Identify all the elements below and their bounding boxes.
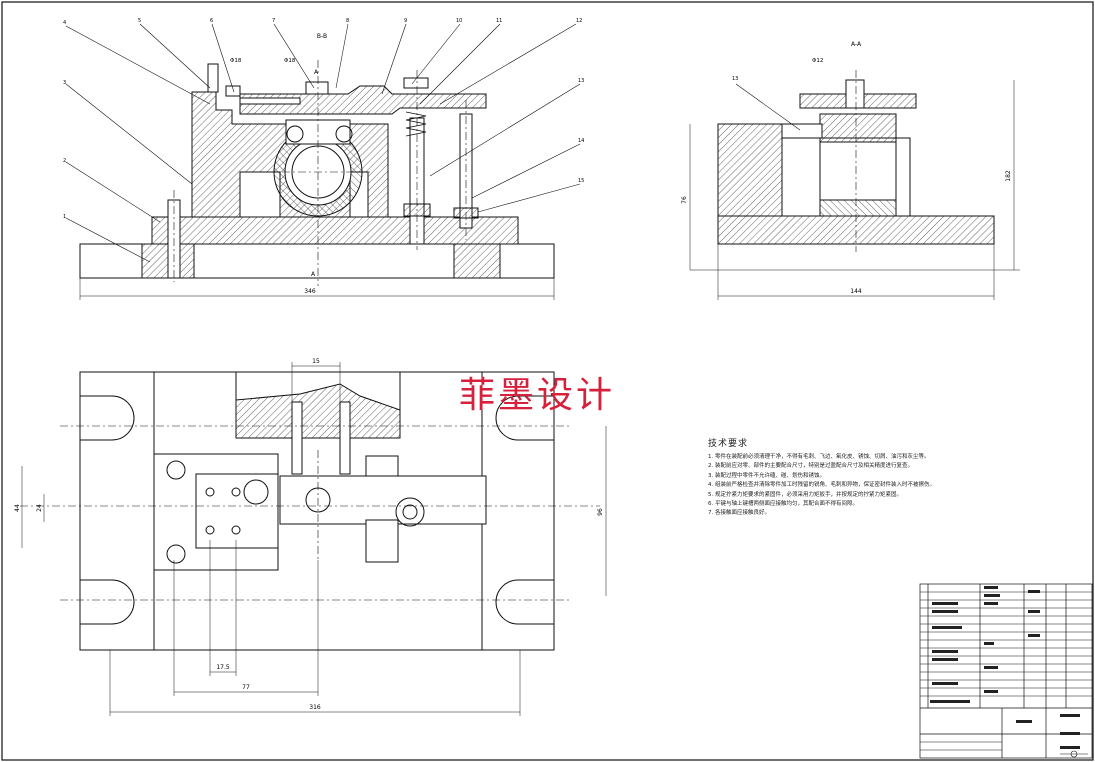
requirement-item: 3. 装配过程中零件不允许磕、碰、划伤和锈蚀。 — [708, 472, 825, 479]
section-label-b: B-B — [317, 33, 327, 40]
tolerance-note-3: Φ12 — [812, 58, 823, 64]
dim-plan-15: 15 — [312, 358, 320, 365]
requirement-item: 5. 规定拧紧力矩要求的紧固件，必须采用力矩扳手，并按规定的拧紧力矩紧固。 — [708, 491, 902, 498]
balloon-6: 6 — [210, 18, 213, 24]
section-label-a: A-A — [851, 41, 862, 48]
balloon-13: 13 — [578, 78, 584, 84]
requirement-item: 2. 装配前应对零、部件的主要配合尺寸，特别是过盈配合尺寸及相关精度进行复查。 — [708, 463, 913, 470]
requirement-item: 1. 零件在装配前必须清理干净，不得有毛刺、飞边、氧化皮、锈蚀、切屑、油污和灰尘… — [708, 454, 930, 460]
balloon-11: 11 — [496, 18, 502, 24]
balloon-14: 14 — [578, 138, 584, 144]
dim-plan-width: 316 — [309, 704, 321, 711]
requirement-item: 4. 组装前严格检查并清除零件加工时残留的锐角、毛刺和异物，保证密封件装入时不被… — [708, 482, 935, 489]
watermark: 菲墨设计 — [459, 375, 616, 416]
tolerance-note-1: Φ18 — [230, 58, 242, 64]
dim-plan-96: 96 — [597, 508, 604, 516]
balloon-7: 7 — [272, 18, 275, 24]
plan-view — [20, 362, 607, 716]
balloon-5: 5 — [138, 18, 141, 24]
title-block-text-blobs — [930, 586, 1080, 749]
dim-plan-44: 44 — [14, 504, 21, 512]
balloon-side-13: 13 — [732, 76, 738, 82]
balloon-10: 10 — [456, 18, 462, 24]
front-section-view — [79, 60, 555, 300]
dim-side-left: 76 — [681, 196, 688, 204]
dim-front-width: 346 — [304, 288, 316, 295]
part-balloons: 4 5 6 7 8 9 10 11 12 13 14 15 3 2 1 — [63, 18, 584, 220]
balloon-1: 1 — [63, 214, 66, 220]
requirement-item: 6. 平键与轴上键槽两侧面应接触均匀，其配合面不得有间隙。 — [708, 501, 858, 508]
dim-side-width: 144 — [850, 288, 862, 295]
balloon-12: 12 — [576, 18, 582, 24]
balloon-9: 9 — [404, 18, 407, 24]
side-section-view — [689, 70, 1020, 300]
dim-plan-24: 24 — [36, 504, 43, 512]
title-block-rows — [920, 591, 1092, 751]
requirement-item: 7. 各接触面应接触良好。 — [708, 510, 770, 517]
tolerance-note-2: Φ18 — [284, 58, 296, 64]
dim-side-height: 182 — [1005, 170, 1012, 182]
section-mark-a-top: A — [314, 69, 319, 76]
balloon-4: 4 — [63, 20, 66, 26]
balloon-3: 3 — [63, 80, 66, 86]
leader-lines — [65, 23, 581, 263]
dim-plan-77: 77 — [242, 684, 250, 691]
balloon-2: 2 — [63, 158, 66, 164]
technical-requirements: 技术要求 1. 零件在装配前必须清理干净，不得有毛刺、飞边、氧化皮、锈蚀、切屑、… — [708, 436, 1008, 519]
title-block — [919, 583, 1093, 759]
technical-requirements-title: 技术要求 — [708, 439, 749, 449]
balloon-15: 15 — [578, 178, 584, 184]
balloon-8: 8 — [346, 18, 349, 24]
dim-plan-25: 17.5 — [216, 664, 230, 671]
section-mark-a-bottom: A — [311, 271, 316, 278]
projection-symbol — [1060, 750, 1088, 758]
